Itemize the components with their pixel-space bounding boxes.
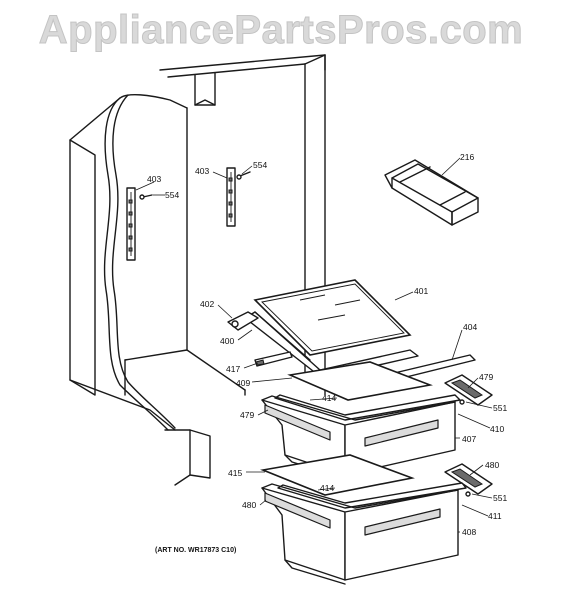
refrigerator-cabinet: [69, 54, 326, 486]
callout-labels: 403 554 403 554 216 401 402 400 404 417 …: [147, 152, 507, 537]
drawer-cover-frame-414-lower: [277, 482, 467, 509]
callout-415: 415: [228, 468, 242, 478]
shelf-support-rail-right: [226, 167, 236, 227]
crisper-drawer-408: [261, 483, 459, 585]
callout-410: 410: [490, 424, 504, 434]
callout-551-upper: 551: [493, 403, 507, 413]
art-number: (ART NO. WR17873 C10): [155, 547, 236, 554]
callout-leader-lines: [135, 157, 493, 533]
crisper-cover-415: [260, 454, 415, 496]
callout-403-right: 403: [195, 166, 209, 176]
callout-401: 401: [414, 286, 428, 296]
callout-480-right: 480: [485, 460, 499, 470]
crisper-drawer-407: [261, 395, 456, 483]
callout-403-left: 403: [147, 174, 161, 184]
screw-554-right: [236, 171, 251, 180]
callout-479-right: 479: [479, 372, 493, 382]
screw-551-upper: [459, 399, 465, 405]
glass-shelf-401: [253, 279, 412, 356]
callout-404: 404: [463, 322, 477, 332]
slide-rail-480-right: [444, 463, 493, 495]
callout-414-lower: 414: [320, 483, 334, 493]
screw-554-left: [139, 194, 153, 200]
callout-407: 407: [462, 434, 476, 444]
callout-408: 408: [462, 527, 476, 537]
callout-554-right: 554: [253, 160, 267, 170]
callout-216: 216: [460, 152, 474, 162]
callout-411: 411: [488, 511, 502, 521]
callout-402: 402: [200, 299, 214, 309]
shelf-support-rail-left: [126, 187, 136, 261]
crisper-cover-409: [287, 361, 433, 401]
callout-479-left: 479: [240, 410, 254, 420]
shelf-bracket-402: [227, 311, 259, 331]
callout-551-lower: 551: [493, 493, 507, 503]
callout-400: 400: [220, 336, 234, 346]
slide-rail-479-right: [444, 374, 493, 406]
slide-rail-417: [254, 351, 293, 367]
callout-414-upper: 414: [322, 393, 336, 403]
callout-409: 409: [236, 378, 250, 388]
callout-480-left: 480: [242, 500, 256, 510]
callout-417: 417: [226, 364, 240, 374]
callout-554-left: 554: [165, 190, 179, 200]
door-bin-216: [384, 159, 479, 226]
screw-551-lower: [465, 491, 471, 497]
